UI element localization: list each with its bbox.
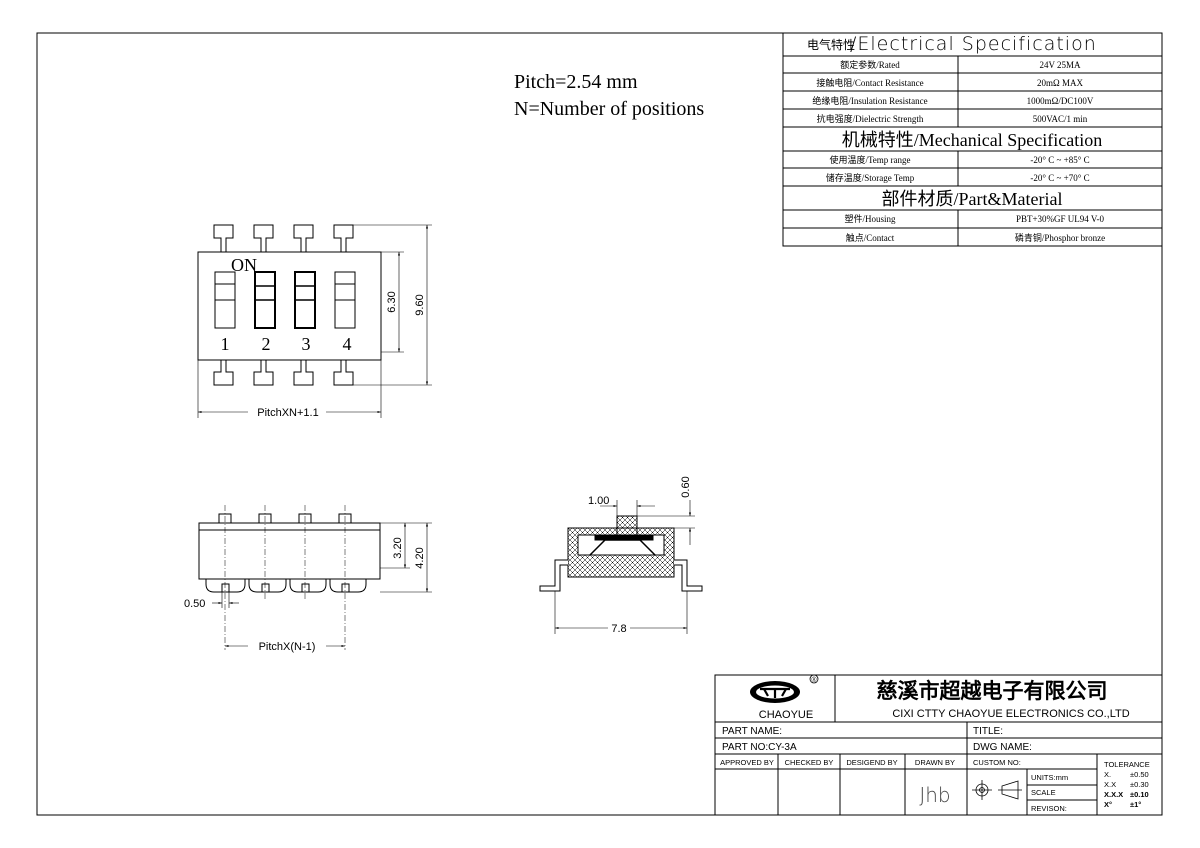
rated-label: 额定参数/Rated xyxy=(840,59,900,70)
temp-range-value: -20° C ~ +85° C xyxy=(1030,155,1089,165)
switch-number-1: 1 xyxy=(221,334,230,354)
tolerance-fmt-2: X.X xyxy=(1104,780,1116,789)
designed-by-label: DESIGEND BY xyxy=(846,758,897,767)
on-label: ON xyxy=(231,255,257,275)
mechanical-header: 机械特性/Mechanical Specification xyxy=(842,130,1102,150)
dim-total-height: 4.20 xyxy=(414,547,426,568)
part-name-label: PART NAME: xyxy=(722,726,782,737)
title-label: TITLE: xyxy=(973,726,1003,737)
dim-actuator-height: 0.60 xyxy=(680,476,692,497)
contact-resistance-value: 20mΩ MAX xyxy=(1037,78,1083,88)
tolerance-title: TOLERANCE xyxy=(1104,760,1150,769)
part-no-label: PART NO:CY-3A xyxy=(722,742,797,753)
brand-name: CHAOYUE xyxy=(759,709,813,721)
switch-number-2: 2 xyxy=(262,334,271,354)
company-name-en: CIXI CTTY CHAOYUE ELECTRONICS CO.,LTD xyxy=(892,708,1129,720)
side-view xyxy=(539,500,703,634)
dim-pin-width: 0.50 xyxy=(184,598,205,610)
drawn-by-label: DRAWN BY xyxy=(915,758,955,767)
insulation-resistance-value: 1000mΩ/DC100V xyxy=(1027,96,1094,106)
checked-by-label: CHECKED BY xyxy=(785,758,834,767)
scale-label: SCALE xyxy=(1031,788,1056,797)
spec-table xyxy=(782,32,1163,247)
storage-temp-value: -20° C ~ +70° C xyxy=(1030,173,1089,183)
dim-total-width: 7.8 xyxy=(611,623,626,635)
tolerance-fmt-3: X.X.X xyxy=(1104,790,1123,799)
tolerance-fmt-4: X° xyxy=(1104,800,1112,809)
contact-material-label: 触点/Contact xyxy=(846,232,895,243)
tolerance-val-3: ±0.10 xyxy=(1130,790,1149,799)
dim-body-height: 3.20 xyxy=(392,537,404,558)
positions-note: N=Number of positions xyxy=(514,98,704,120)
projection-symbol-icon xyxy=(972,780,1022,800)
electrical-header-en: /Electrical Specification xyxy=(850,33,1097,55)
housing-label: 塑件/Housing xyxy=(844,213,896,224)
title-block xyxy=(714,674,1163,816)
contact-material-value: 磷青铜/Phosphor bronze xyxy=(1015,232,1105,243)
sheet-border xyxy=(36,32,1163,816)
dim-width-top: PitchXN+1.1 xyxy=(257,407,318,419)
company-name-cn: 慈溪市超越电子有限公司 xyxy=(877,679,1108,703)
dwg-name-label: DWG NAME: xyxy=(973,742,1032,753)
pitch-note: Pitch=2.54 mm xyxy=(514,71,638,93)
tolerance-val-1: ±0.50 xyxy=(1130,770,1149,779)
temp-range-label: 使用温度/Temp range xyxy=(829,154,910,165)
custom-no-label: CUSTOM NO: xyxy=(973,758,1021,767)
electrical-header-cn: 电气特性 xyxy=(807,37,855,52)
top-view xyxy=(197,224,432,418)
front-view xyxy=(198,505,432,650)
rated-value: 24V 25MA xyxy=(1039,60,1081,70)
dim-height-outer: 9.60 xyxy=(414,294,426,315)
tolerance-val-2: ±0.30 xyxy=(1130,780,1149,789)
material-header: 部件材质/Part&Material xyxy=(882,189,1063,209)
dim-span: PitchX(N-1) xyxy=(259,641,316,653)
dielectric-strength-value: 500VAC/1 min xyxy=(1033,114,1088,124)
switch-number-4: 4 xyxy=(343,334,352,354)
company-logo xyxy=(750,674,819,703)
revision-label: REVISON: xyxy=(1031,804,1067,813)
switch-number-3: 3 xyxy=(302,334,311,354)
dim-height-inner: 6.30 xyxy=(386,291,398,312)
drawn-by-signature: Jhb xyxy=(919,783,950,807)
housing-value: PBT+30%GF UL94 V-0 xyxy=(1016,214,1105,224)
units-label: UNITS:mm xyxy=(1031,773,1068,782)
registered-mark: ® xyxy=(811,676,817,684)
dim-actuator-width: 1.00 xyxy=(588,495,609,507)
tolerance-fmt-1: X. xyxy=(1104,770,1111,779)
contact-resistance-label: 接触电阻/Contact Resistance xyxy=(816,77,923,88)
storage-temp-label: 储存温度/Storage Temp xyxy=(826,172,915,183)
dielectric-strength-label: 抗电强度/Dielectric Strength xyxy=(817,113,924,124)
insulation-resistance-label: 绝缘电阻/Insulation Resistance xyxy=(812,95,927,106)
tolerance-val-4: ±1° xyxy=(1130,800,1141,809)
approved-by-label: APPROVED BY xyxy=(720,758,774,767)
